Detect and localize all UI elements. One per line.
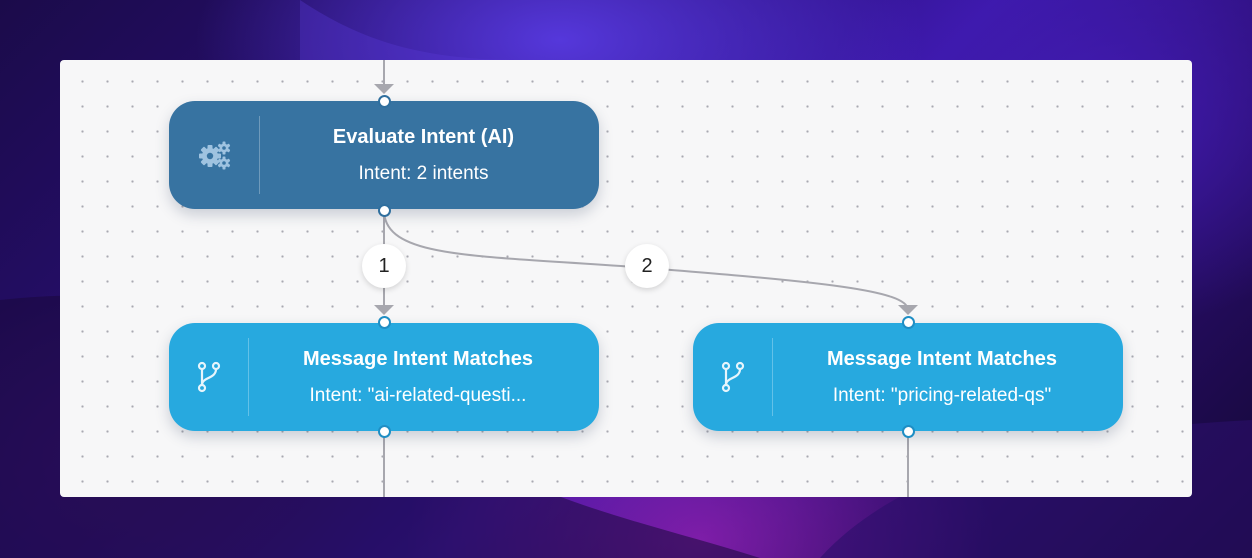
node-icon-cell	[169, 101, 260, 209]
workflow-canvas[interactable]: Evaluate Intent (AI) Intent: 2 intents M…	[60, 60, 1192, 497]
node-subtitle: Intent: "ai-related-questi...	[309, 385, 527, 406]
branch-fork-icon	[721, 361, 745, 393]
edge-1-arrow	[374, 305, 394, 315]
node-icon-cell	[169, 323, 249, 431]
node-text: Message Intent Matches Intent: "ai-relat…	[249, 323, 599, 431]
node-text: Evaluate Intent (AI) Intent: 2 intents	[260, 101, 599, 209]
branch-node-2-input-port[interactable]	[901, 315, 915, 329]
node-title: Evaluate Intent (AI)	[332, 126, 515, 148]
node-subtitle: Intent: 2 intents	[358, 163, 489, 184]
node-title: Message Intent Matches	[826, 348, 1058, 370]
node-icon-cell	[693, 323, 773, 431]
incoming-edge-arrow	[374, 84, 394, 94]
node-subtitle: Intent: "pricing-related-qs"	[832, 385, 1052, 406]
edge-2-arrow	[898, 305, 918, 315]
edge-label-2[interactable]: 2	[625, 244, 669, 288]
gears-icon	[198, 141, 230, 170]
branch-node-2-output-port[interactable]	[901, 424, 915, 438]
message-intent-matches-node-1[interactable]: Message Intent Matches Intent: "ai-relat…	[169, 323, 599, 431]
evaluate-node-input-port[interactable]	[377, 94, 391, 108]
branch-node-1-input-port[interactable]	[377, 315, 391, 329]
branch-node-1-output-port[interactable]	[377, 424, 391, 438]
evaluate-intent-node[interactable]: Evaluate Intent (AI) Intent: 2 intents	[169, 101, 599, 209]
branch-fork-icon	[197, 361, 221, 393]
evaluate-node-output-port[interactable]	[377, 203, 391, 217]
edge-label-1[interactable]: 1	[362, 244, 406, 288]
node-title: Message Intent Matches	[302, 348, 534, 370]
node-text: Message Intent Matches Intent: "pricing-…	[773, 323, 1123, 431]
message-intent-matches-node-2[interactable]: Message Intent Matches Intent: "pricing-…	[693, 323, 1123, 431]
